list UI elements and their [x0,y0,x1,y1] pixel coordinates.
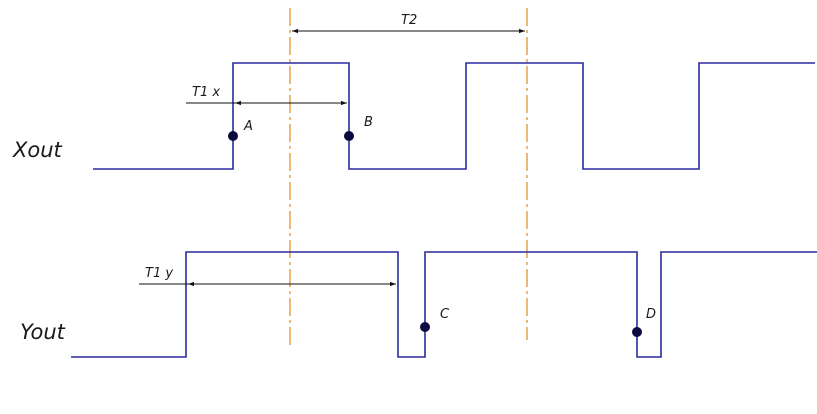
point-c-marker [420,322,430,332]
yout-label: Yout [20,320,66,344]
point-d-label: D [646,307,656,322]
point-a-marker [228,131,238,141]
xout-waveform [93,62,815,170]
yout-waveform [71,251,817,358]
point-b-marker [344,131,354,141]
t1y-label: T1 y [145,266,173,281]
point-a-label: A [243,119,253,134]
t2-label: T2 [401,13,417,28]
point-d-marker [632,327,642,337]
xout-label: Xout [12,138,63,162]
point-c-label: C [440,307,450,322]
t1x-label: T1 x [192,85,220,100]
point-b-label: B [364,115,373,130]
